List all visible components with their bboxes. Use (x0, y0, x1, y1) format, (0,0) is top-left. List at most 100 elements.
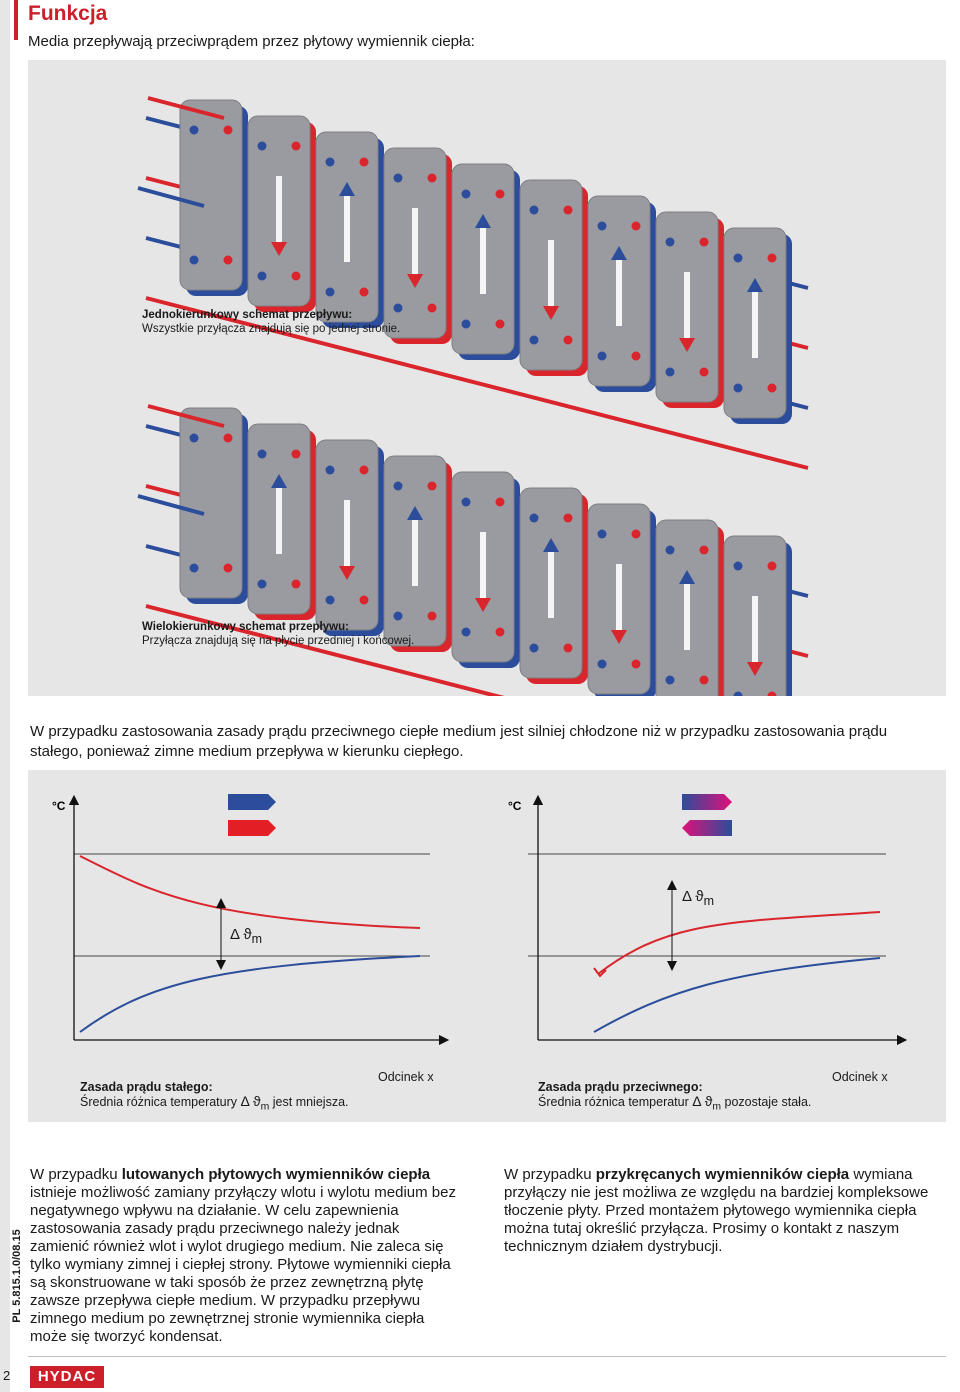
top-stack-port-5-1 (563, 205, 573, 215)
top-stack-port-4-1 (495, 189, 505, 199)
top-stack-port-1-3 (291, 271, 301, 281)
bottom-stack-flow-arrow-4 (475, 598, 491, 612)
bottom-stack-flow-shaft-5 (548, 548, 554, 618)
top-stack-flow-shaft-3 (412, 208, 418, 278)
top-stack-rod-3 (145, 296, 809, 470)
top-stack-flow-shaft-2 (344, 192, 350, 262)
title-accent-bar (14, 0, 18, 40)
cold-flow-icon (228, 794, 276, 810)
top-stack-port-4-2 (461, 319, 471, 329)
bottom-stack-flow-shaft-8 (752, 596, 758, 666)
bottom-stack-plate-0 (179, 407, 243, 599)
right-caption-sub: m (712, 1101, 722, 1113)
bottom-stack-port-0-3 (223, 563, 233, 573)
top-stack-flow-arrow-8 (747, 278, 763, 292)
bottom-stack-port-5-0 (529, 513, 539, 523)
left-y-unit: °C (52, 799, 66, 813)
left-hot-curve (79, 855, 421, 929)
bottom-stack-port-2-0 (325, 465, 335, 475)
left-delta-sub: m (251, 932, 262, 946)
left-caption-title: Zasada prądu stałego: (80, 1080, 213, 1094)
top-stack-port-5-0 (529, 205, 539, 215)
main-paragraph: W przypadku zastosowania zasady prądu pr… (30, 723, 888, 760)
bottom-stack-port-3-2 (393, 611, 403, 621)
bottom-stack-flow-arrow-5 (543, 538, 559, 552)
bottom-stack-port-0-2 (189, 563, 199, 573)
bottom-caption-text: Przyłącza znajdują się na płycie przedni… (142, 635, 415, 647)
hot-to-cold-flow-icon (682, 820, 732, 836)
top-stack-flow-arrow-5 (543, 306, 559, 320)
top-stack-flow-arrow-2 (339, 182, 355, 196)
top-stack-flow-shaft-8 (752, 288, 758, 358)
top-stack-port-0-1 (223, 125, 233, 135)
top-stack-port-5-3 (563, 335, 573, 345)
bottom-stack-hot-inlet (147, 404, 225, 428)
top-stack-port-7-2 (665, 367, 675, 377)
bottom-stack-flow-shaft-6 (616, 564, 622, 634)
top-stack-port-7-3 (699, 367, 709, 377)
right-caption-title: Zasada prądu przeciwnego: (538, 1080, 703, 1094)
left-x-label: Odcinek x (378, 1070, 434, 1084)
right-caption-pre: Średnia różnica temperatur (538, 1095, 693, 1109)
top-stack-port-6-2 (597, 351, 607, 361)
bottom-stack-port-5-1 (563, 513, 573, 523)
bottom-stack-port-6-3 (631, 659, 641, 669)
bottom-stack-flow-shaft-4 (480, 532, 486, 602)
top-stack-port-7-1 (699, 237, 709, 247)
top-stack-port-2-3 (359, 287, 369, 297)
bottom-stack-flow-shaft-3 (412, 516, 418, 586)
left-delta-arrow-down (216, 960, 226, 970)
left-caption-post: jest mniejsza. (269, 1095, 349, 1109)
top-stack-port-8-1 (767, 253, 777, 263)
bottom-stack-port-6-1 (631, 529, 641, 539)
left-margin-bar (0, 0, 10, 1392)
top-stack-port-8-2 (733, 383, 743, 393)
top-stack-flow-arrow-3 (407, 274, 423, 288)
bottom-stack-flow-arrow-8 (747, 662, 763, 676)
top-stack-port-1-0 (257, 141, 267, 151)
top-stack-port-3-1 (427, 173, 437, 183)
bottom-stack-flow-shaft-1 (276, 484, 282, 554)
top-caption-text: Wszystkie przyłącza znajdują się po jedn… (142, 323, 401, 335)
top-stack-port-0-2 (189, 255, 199, 265)
intro-text: Media przepływają przeciwprądem przez pł… (28, 33, 475, 50)
bottom-stack-port-8-1 (767, 561, 777, 571)
right-delta-sub: m (703, 894, 714, 908)
left-caption-delta: Δ ϑ (240, 1093, 261, 1109)
left-chart-caption: Zasada prądu stałego: Średnia różnica te… (80, 1080, 349, 1115)
bottom-stack-port-8-2 (733, 691, 743, 696)
right-x-label: Odcinek x (832, 1070, 888, 1084)
bottom-stack-port-0-1 (223, 433, 233, 443)
left-col-bold: lutowanych płytowych wymienników ciepła (121, 1166, 431, 1183)
bottom-stack-port-4-1 (495, 497, 505, 507)
left-column-text: W przypadku lutowanych płytowych wymienn… (30, 1166, 460, 1346)
right-col-lead: W przypadku (504, 1166, 596, 1183)
temperature-charts-svg: °C °C (52, 794, 908, 1046)
right-chart-caption: Zasada prądu przeciwnego: Średnia różnic… (538, 1080, 811, 1115)
top-stack-hot-inlet (147, 96, 225, 120)
bottom-stack-flow-shaft-7 (684, 580, 690, 650)
top-stack-port-8-3 (767, 383, 777, 393)
page-title: Funkcja (28, 2, 108, 25)
document-code: PL 5.815.1.0/08.15 (11, 1229, 23, 1323)
top-diagram-caption: Jednokierunkowy schemat przepływu: Wszys… (142, 308, 400, 336)
top-stack-port-8-0 (733, 253, 743, 263)
bottom-stack-flow-arrow-1 (271, 474, 287, 488)
right-cold-curve (593, 957, 881, 1033)
hot-flow-icon (228, 820, 276, 836)
bottom-stack-port-3-0 (393, 481, 403, 491)
bottom-stack-flow-arrow-2 (339, 566, 355, 580)
bottom-stack-port-6-0 (597, 529, 607, 539)
plate-exchanger-illustration (137, 96, 809, 696)
bottom-stack-port-4-2 (461, 627, 471, 637)
bottom-caption-title: Wielokierunkowy schemat przepływu: (142, 621, 349, 633)
bottom-stack-port-2-2 (325, 595, 335, 605)
bottom-stack-port-1-1 (291, 449, 301, 459)
bottom-stack-flow-arrow-3 (407, 506, 423, 520)
bottom-stack-cold-outlet (137, 494, 205, 516)
bottom-stack-port-1-0 (257, 449, 267, 459)
top-stack-plate-0 (179, 99, 243, 291)
top-stack-port-3-3 (427, 303, 437, 313)
left-delta-label: Δ ϑm (230, 927, 262, 946)
top-stack-flow-shaft-5 (548, 240, 554, 310)
